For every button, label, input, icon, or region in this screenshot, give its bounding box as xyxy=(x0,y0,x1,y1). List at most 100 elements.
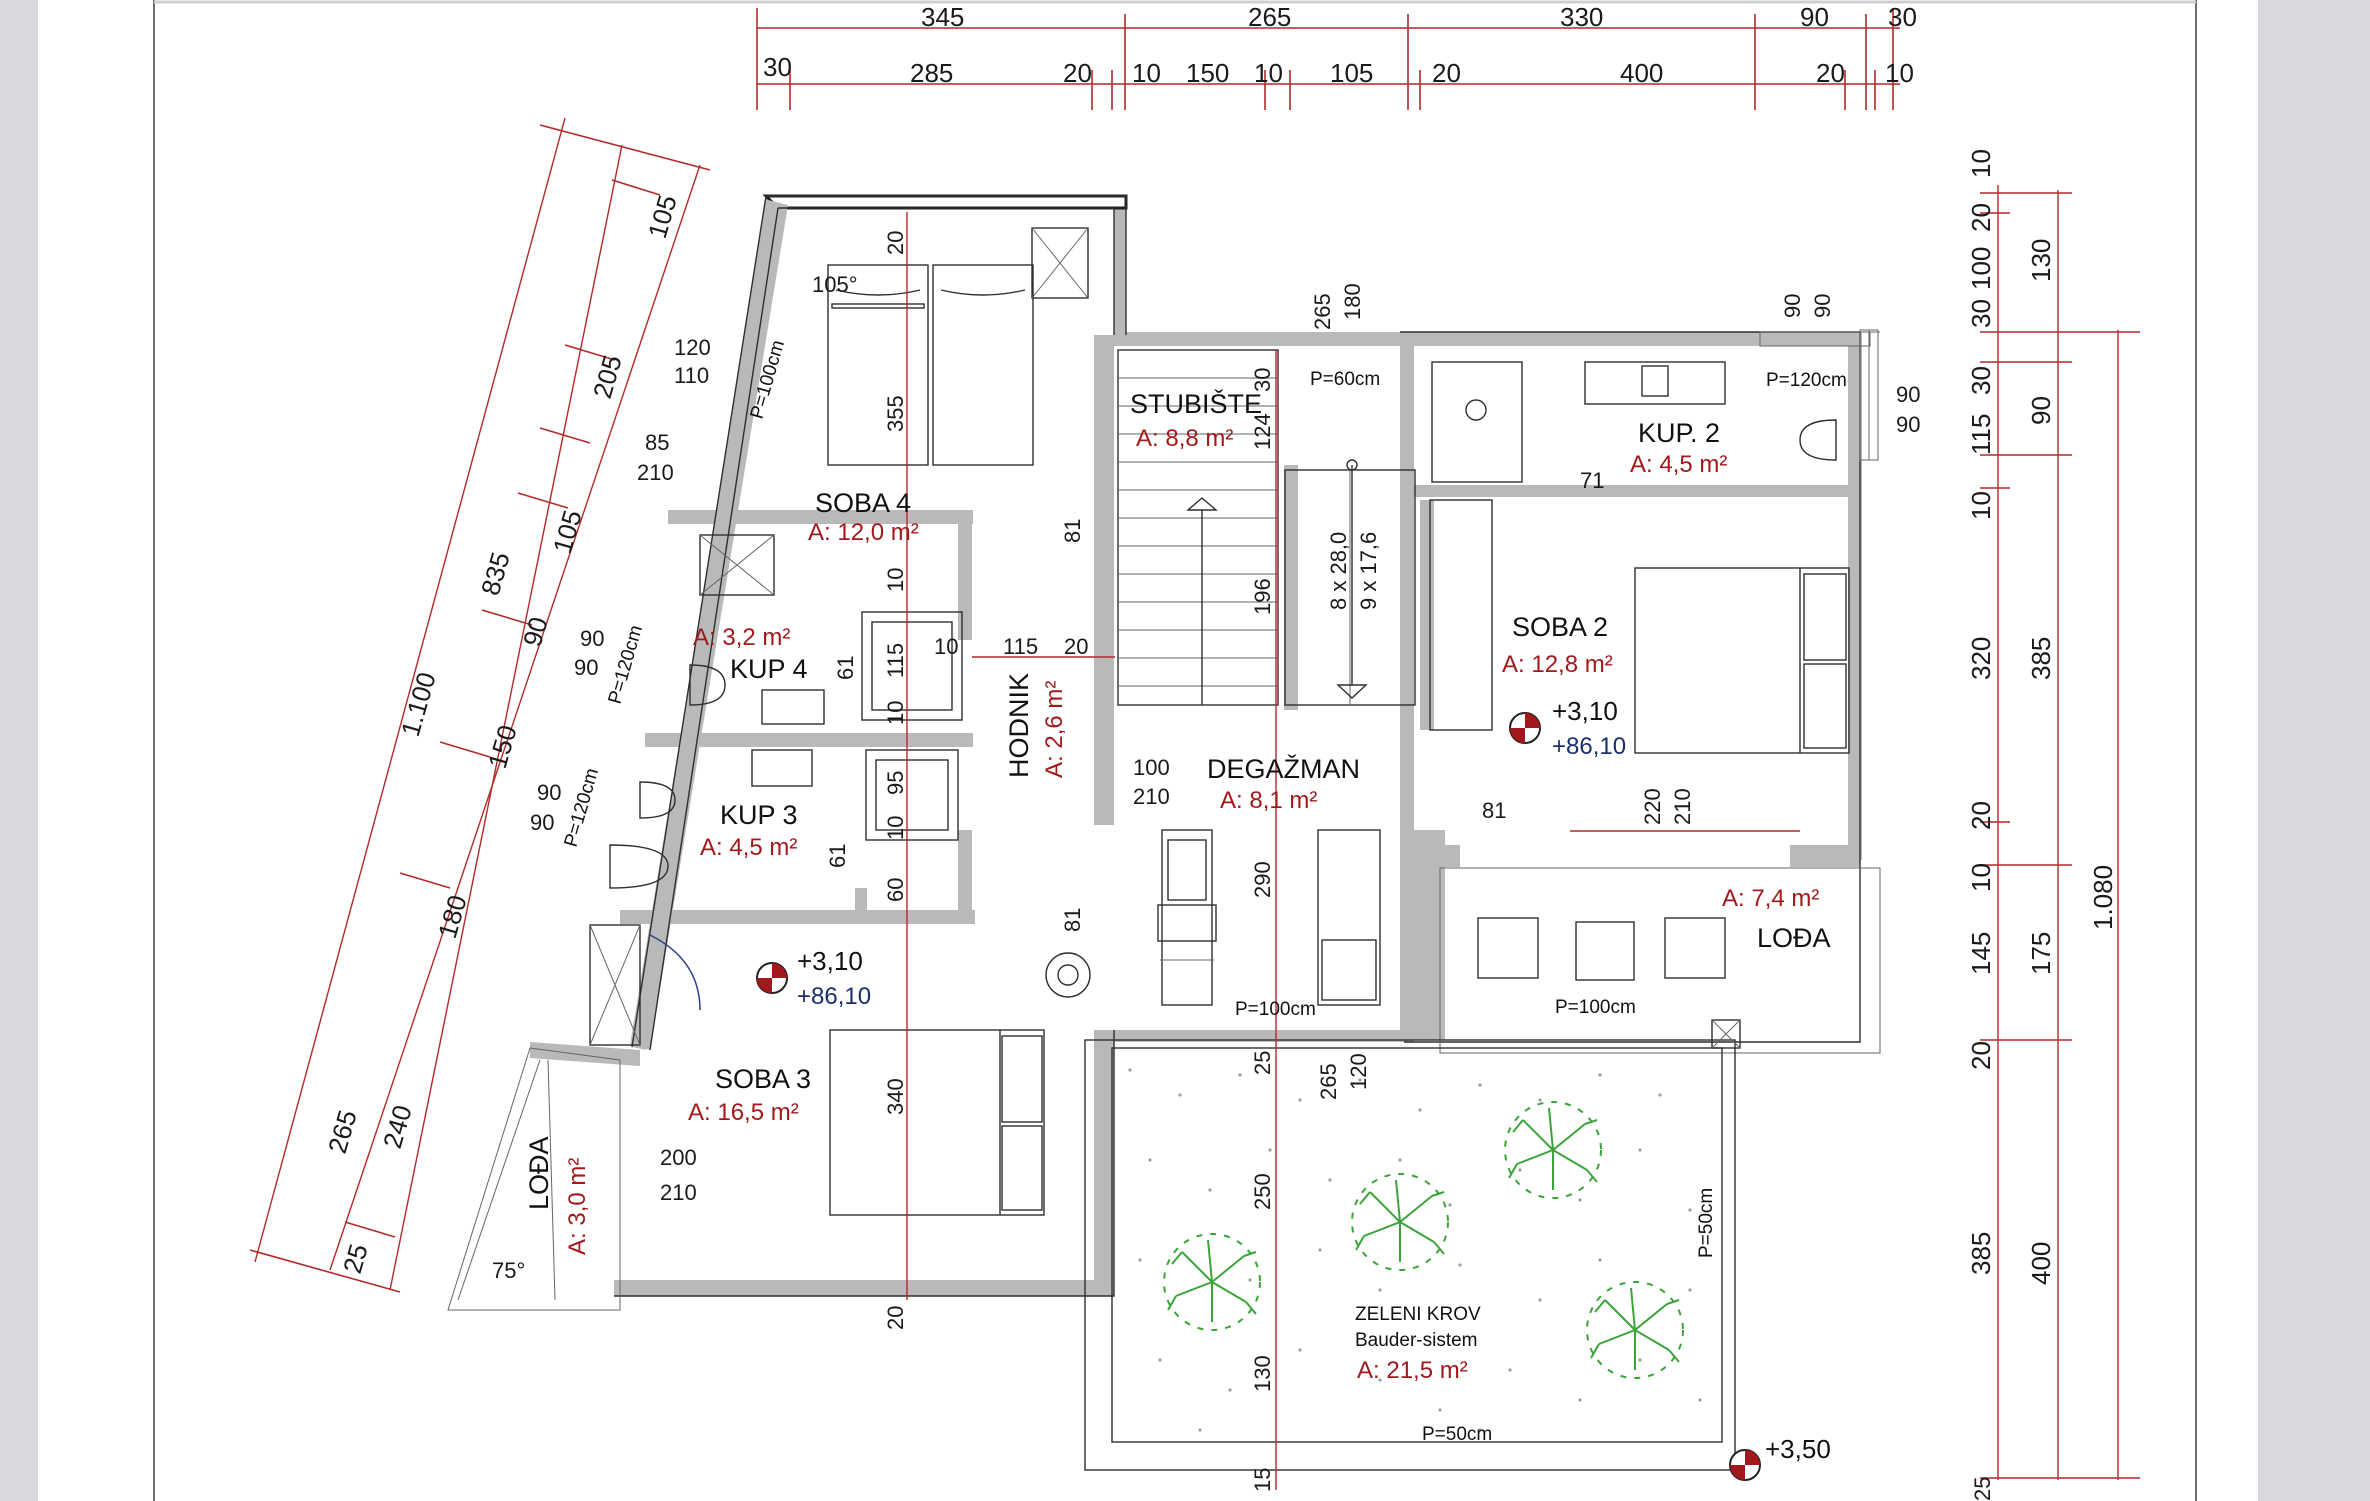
dim-hod-81a: 81 xyxy=(1060,519,1085,543)
stair-treads-label: 8 x 28,0 xyxy=(1326,532,1351,610)
opening-h180: 180 xyxy=(1340,283,1365,320)
dim-top2-30: 30 xyxy=(763,52,792,82)
room-name-soba3: SOBA 3 xyxy=(715,1064,811,1094)
opening-d100: 100 xyxy=(1133,755,1170,780)
room-name-soba4: SOBA 4 xyxy=(815,488,911,518)
level-right-bottom: +86,10 xyxy=(1552,733,1626,760)
tree-1 xyxy=(1163,1233,1261,1331)
interior-dimension-lines xyxy=(906,212,1800,1490)
loda-right-furniture xyxy=(1439,867,1881,1054)
tree-4 xyxy=(1586,1281,1684,1379)
dim-top-265: 265 xyxy=(1248,2,1291,32)
dim-top-330: 330 xyxy=(1560,2,1603,32)
level-marker-right xyxy=(1509,712,1541,744)
dim-zk-130: 130 xyxy=(1250,1355,1275,1392)
opening-d85: 85 xyxy=(645,430,669,455)
opening-w90e: 90 xyxy=(1780,294,1805,318)
dim-r-30: 30 xyxy=(1966,299,1996,328)
dim-top2-20b: 20 xyxy=(1432,58,1461,88)
opening-d210b: 210 xyxy=(1133,784,1170,809)
room-name-loda-left: LOĐA xyxy=(524,1136,554,1210)
right-dimension-chain: 10 20 100 30 30 115 10 320 20 10 145 20 … xyxy=(1966,149,2140,1501)
opening-w90b: 90 xyxy=(574,655,598,680)
room-area-degazman: A: 8,1 m² xyxy=(1220,787,1317,814)
dim-hod-81b: 81 xyxy=(1060,908,1085,932)
dim-top2-10: 10 xyxy=(1132,58,1161,88)
level-right-top: +3,10 xyxy=(1552,696,1618,726)
dim-r2-385: 385 xyxy=(2026,637,2056,680)
dim-r-30b: 30 xyxy=(1966,366,1996,395)
dim-top2-20: 20 xyxy=(1063,58,1092,88)
room-sub-zeleni-krov: Bauder-sistem xyxy=(1355,1330,1478,1351)
parapet-kup2: P=120cm xyxy=(1766,370,1847,391)
dim-deg-81: 81 xyxy=(1482,798,1506,823)
dim-hod-115: 115 xyxy=(1003,634,1038,659)
opening-w90h: 90 xyxy=(1896,412,1920,437)
opening-h120: 120 xyxy=(1346,1053,1371,1090)
kup2-fixtures xyxy=(1431,361,1837,483)
room-area-kup2: A: 4,5 m² xyxy=(1630,451,1727,478)
dim-kup3-60: 60 xyxy=(883,878,908,902)
stair-treads xyxy=(1117,349,1416,706)
room-area-stubiste: A: 8,8 m² xyxy=(1136,425,1233,452)
left-gutter xyxy=(0,0,38,1501)
dim-l-205: 205 xyxy=(587,352,628,402)
dim-r-145: 145 xyxy=(1966,932,1996,975)
building-walls xyxy=(530,194,1862,1297)
dim-kup2-71: 71 xyxy=(1580,468,1604,493)
dim-l-105b: 105 xyxy=(547,507,588,557)
dim-soba4-355: 355 xyxy=(883,395,908,432)
right-gutter xyxy=(2258,0,2370,1501)
dim-r-20b: 20 xyxy=(1966,801,1996,830)
level-left-bottom: +86,10 xyxy=(797,983,871,1010)
room-area-soba3: A: 16,5 m² xyxy=(688,1099,799,1126)
dim-top2-150: 150 xyxy=(1186,58,1229,88)
room-name-degazman: DEGAŽMAN xyxy=(1207,753,1360,784)
soba2-bed-and-wardrobe xyxy=(1429,499,1850,754)
opening-d210d: 210 xyxy=(1670,788,1695,825)
angle-75: 75° xyxy=(492,1258,525,1283)
room-name-hodnik: HODNIK xyxy=(1004,673,1034,778)
parapet-roof-bottom: P=50cm xyxy=(1422,1424,1492,1445)
dim-r2-400: 400 xyxy=(2026,1242,2056,1285)
dim-kup4-115: 115 xyxy=(883,643,908,678)
dim-top-345: 345 xyxy=(921,2,964,32)
dim-l-1100: 1.100 xyxy=(395,669,442,740)
kup3-fixtures xyxy=(609,749,959,889)
parapet-degazman: P=100cm xyxy=(1235,999,1316,1020)
dim-zk-25: 25 xyxy=(1250,1051,1275,1075)
parapet-loda: P=100cm xyxy=(1555,997,1636,1018)
room-area-kup4: A: 3,2 m² xyxy=(693,624,790,651)
angle-105: 105° xyxy=(812,272,858,297)
room-name-kup3: KUP 3 xyxy=(720,800,798,830)
dim-top-30: 30 xyxy=(1888,2,1917,32)
dim-l-265: 265 xyxy=(322,1107,363,1157)
dim-l-180: 180 xyxy=(432,892,473,942)
dim-l-240: 240 xyxy=(377,1102,418,1152)
dim-hod-20: 20 xyxy=(1064,634,1088,659)
opening-h265b: 265 xyxy=(1316,1063,1341,1100)
opening-d220: 220 xyxy=(1640,788,1665,825)
dim-hod-10: 10 xyxy=(934,634,958,659)
dim-r-320: 320 xyxy=(1966,637,1996,680)
parapet-stubiste: P=60cm xyxy=(1310,369,1380,390)
dim-kup3-10: 10 xyxy=(883,816,908,840)
dim-r-20: 20 xyxy=(1966,203,1996,232)
degazman-furniture xyxy=(1157,829,1381,1006)
dim-top2-105: 105 xyxy=(1330,58,1373,88)
room-name-stubiste: STUBIŠTE xyxy=(1130,388,1262,419)
soba4-beds xyxy=(827,227,1089,466)
dim-r-10: 10 xyxy=(1966,149,1996,178)
opening-w90d: 90 xyxy=(530,810,554,835)
opening-d210c: 210 xyxy=(660,1180,697,1205)
room-name-kup4: KUP 4 xyxy=(730,654,808,684)
stair-risers-label: 9 x 17,6 xyxy=(1356,532,1381,610)
room-area-soba2: A: 12,8 m² xyxy=(1502,651,1613,678)
level-roof: +3,50 xyxy=(1765,1434,1831,1464)
dim-st-30: 30 xyxy=(1250,368,1275,392)
opening-h265a: 265 xyxy=(1310,293,1335,330)
left-dimension-chain: 1.100 835 265 105 205 105 90 150 180 240… xyxy=(249,117,711,1293)
room-name-zeleni-krov: ZELENI KROV xyxy=(1355,1304,1481,1325)
kup4-fixtures xyxy=(689,534,963,725)
